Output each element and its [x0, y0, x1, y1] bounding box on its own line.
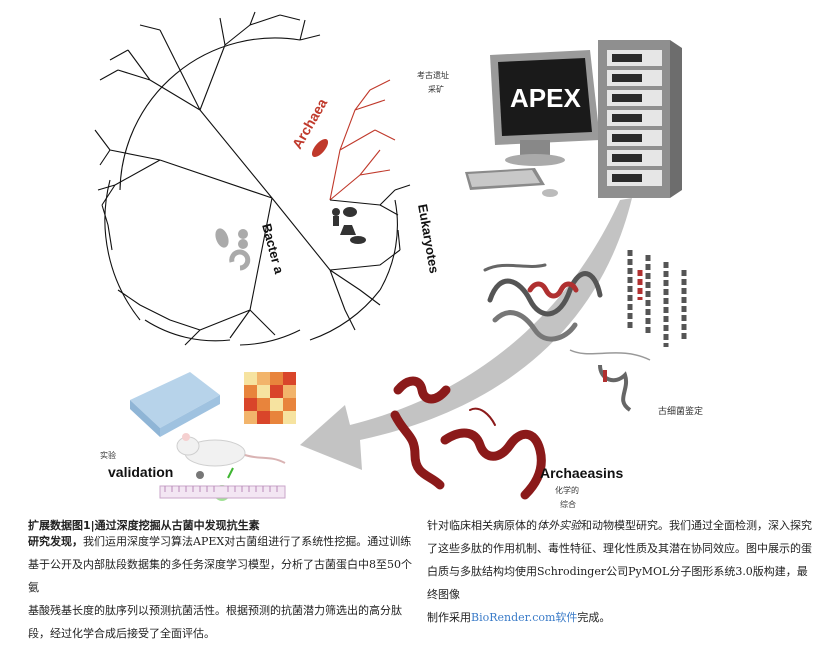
caption-left-line-2: 基于公开及内部肽段数据集的多任务深度学习模型，分析了古菌蛋白中8至50个氨 — [28, 558, 412, 594]
caption-right-italic: 体外实验 — [537, 519, 581, 532]
apex-label: APEX — [510, 83, 581, 113]
phylogenetic-tree — [94, 11, 401, 346]
eukaryote-branches — [329, 184, 411, 216]
excavation-label-1: 考古遗址 — [417, 70, 449, 80]
caption-right-text-1a: 针对临床相关病原体的 — [427, 519, 537, 532]
mouse-icon — [176, 433, 286, 467]
caption-left-line-1: 研究发现，我们运用深度学习算法APEX对古菌组进行了系统性挖掘。通过训练 — [28, 530, 416, 553]
caption-right-text-4b: 完成。 — [577, 611, 611, 624]
caption-left-line-3: 基酸残基长度的肽序列以预测抗菌活性。根据预测的抗菌潜力筛选出的高分肽 — [28, 604, 402, 617]
archaea-branches — [329, 79, 396, 201]
archaeasins-label: Archaeasins — [540, 465, 623, 481]
eukaryotes-label: Eukaryotes — [415, 203, 442, 275]
excavation-label-2: 采矿 — [428, 84, 444, 94]
caption-left-text-1: 我们运用深度学习算法APEX对古菌组进行了系统性挖掘。通过训练 — [83, 535, 412, 548]
caption-right-column: 针对临床相关病原体的体外实验和动物模型研究。我们通过全面检测，深入探究 了这些多… — [427, 514, 815, 629]
caption-right-text-1b: 和动物模型研究。我们通过全面检测，深入探究 — [581, 519, 812, 532]
bacteria-icons — [215, 228, 251, 271]
figure-illustration: Archaea Eukaryotes Bacter a 考古遗址 采矿 APEX — [94, 11, 703, 509]
well-plate-icon — [130, 372, 220, 437]
figure-caption-title: 扩展数据图1|通过深度挖掘从古菌中发现抗生素 — [28, 519, 260, 532]
caption-right-line-2: 了这些多肽的作用机制、毒性特征、理化性质及其潜在协同效应。图中展示的蛋 — [427, 542, 812, 555]
sequence-ruler-icon — [159, 485, 286, 499]
caption-right-line-3: 白质与多肽结构均使用Schrodinger公司PyMOL分子图形系统3.0版构建… — [427, 565, 808, 601]
protein-structure-large-icon — [483, 263, 603, 342]
chemistry-label-2: 综合 — [560, 499, 576, 509]
validation-label: validation — [108, 464, 173, 480]
computer-monitor-icon — [490, 50, 600, 166]
caption-right-line-1: 针对临床相关病原体的体外实验和动物模型研究。我们通过全面检测，深入探究 — [427, 514, 815, 537]
heatmap-icon — [244, 372, 296, 424]
biorender-link[interactable]: BioRender.com软件 — [471, 611, 578, 624]
caption-left-column: 研究发现，我们运用深度学习算法APEX对古菌组进行了系统性挖掘。通过训练 基于公… — [28, 530, 416, 645]
workflow-arrow — [300, 198, 632, 470]
keyboard-icon — [465, 168, 558, 197]
bacteria-label: Bacter a — [259, 222, 287, 276]
caption-right-text-4a: 制作采用 — [427, 611, 471, 624]
protein-structure-small-icon — [569, 349, 651, 412]
protein-structure-helices-icon — [627, 250, 687, 347]
caption-left-line-4: 段，经过化学合成后接受了全面评估。 — [28, 627, 215, 640]
archaeon-cell-icon — [311, 138, 329, 158]
archaea-identification-label: 古细菌鉴定 — [658, 405, 703, 417]
animal-silhouettes-icon — [332, 207, 366, 244]
chemistry-label-1: 化学的 — [555, 485, 579, 495]
caption-right-line-4: 制作采用BioRender.com软件完成。 — [427, 606, 815, 629]
experiment-label: 实验 — [100, 450, 116, 460]
caption-lead: 研究发现， — [28, 535, 83, 548]
archaeasin-helix-icon — [390, 376, 546, 500]
server-rack-icon — [598, 40, 682, 198]
